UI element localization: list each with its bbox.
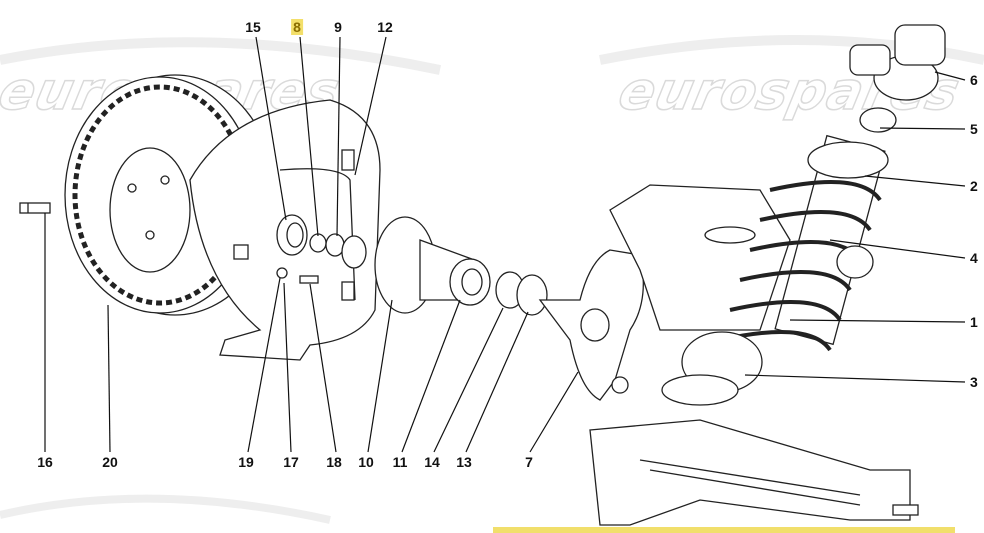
part-label-17[interactable]: 17 [283,454,299,470]
chassis-bracket [609,184,791,331]
part-label-18[interactable]: 18 [326,454,342,470]
part-label-12[interactable]: 12 [377,19,393,35]
part-label-10[interactable]: 10 [358,454,374,470]
part-label-11[interactable]: 11 [392,454,408,470]
part-label-20[interactable]: 20 [102,454,118,470]
wheel-hub [374,216,491,314]
part-label-1[interactable]: 1 [970,314,978,330]
highlight-bar [493,527,955,533]
upright [538,249,644,401]
wheel-stud [19,202,51,214]
part-label-7[interactable]: 7 [525,454,533,470]
leader-lines [44,36,966,453]
part-label-19[interactable]: 19 [238,454,254,470]
spacer-ring [516,274,548,316]
part-label-2[interactable]: 2 [970,178,978,194]
part-label-4[interactable]: 4 [970,250,978,266]
part-label-3[interactable]: 3 [970,374,978,390]
part-label-9[interactable]: 9 [334,19,342,35]
part-label-16[interactable]: 16 [37,454,53,470]
part-label-13[interactable]: 13 [456,454,472,470]
part-label-15[interactable]: 15 [245,19,261,35]
part-label-5[interactable]: 5 [970,121,978,137]
part-label-6[interactable]: 6 [970,72,978,88]
part-label-8-highlighted[interactable]: 8 [291,19,303,35]
part-label-14[interactable]: 14 [424,454,440,470]
bearing-set [276,214,367,284]
lower-wishbone [589,419,919,526]
